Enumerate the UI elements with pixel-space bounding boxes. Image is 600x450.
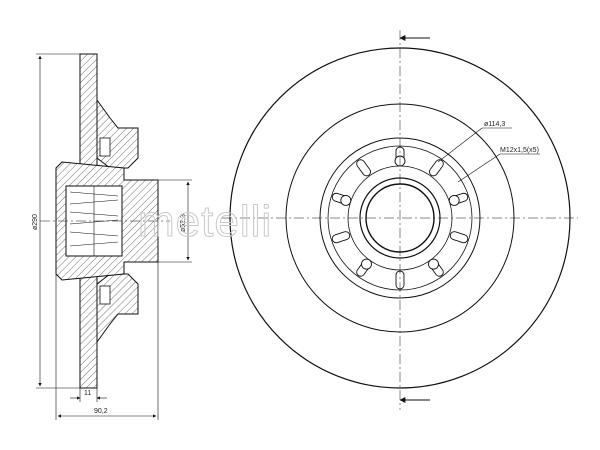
stud-hole xyxy=(428,258,439,270)
stud-hole xyxy=(340,194,352,206)
hub-lower-section xyxy=(96,273,139,344)
hub-slot xyxy=(429,159,444,177)
stud-holes xyxy=(340,155,460,270)
watermark-logo: metelli xyxy=(138,197,272,246)
stud-hole xyxy=(448,194,460,206)
side-section-view: ø290 ø52,3 11 90,2 xyxy=(32,53,192,420)
dim-total-height: 90,2 xyxy=(55,262,159,420)
hub-slot xyxy=(449,231,469,244)
flange-thickness-label: 11 xyxy=(84,390,91,397)
hub-slot xyxy=(356,159,371,177)
thread-leader: M12x1,5(x5) xyxy=(457,147,540,183)
outer-diameter-label: ø290 xyxy=(32,214,39,230)
stud-hole-lower xyxy=(99,285,111,305)
total-height-label: 90,2 xyxy=(94,408,108,415)
dim-outer-diameter: ø290 xyxy=(32,53,80,389)
hub-slot xyxy=(331,231,351,244)
bore-diameter-label: ø52,3 xyxy=(180,214,187,232)
thread-label: M12x1,5(x5) xyxy=(500,147,539,154)
stud-hole-upper xyxy=(99,137,111,157)
dim-bore-diameter: ø52,3 xyxy=(158,179,192,263)
bearing-rollers xyxy=(69,186,119,256)
pcd-leader: ø114,3 xyxy=(437,121,512,163)
hub-upper-section xyxy=(96,98,139,169)
front-view: ø114,3 M12x1,5(x5) xyxy=(222,30,578,410)
pcd-label: ø114,3 xyxy=(484,121,505,128)
stud-hole xyxy=(361,258,372,270)
dim-flange-thickness: 11 xyxy=(70,388,107,402)
